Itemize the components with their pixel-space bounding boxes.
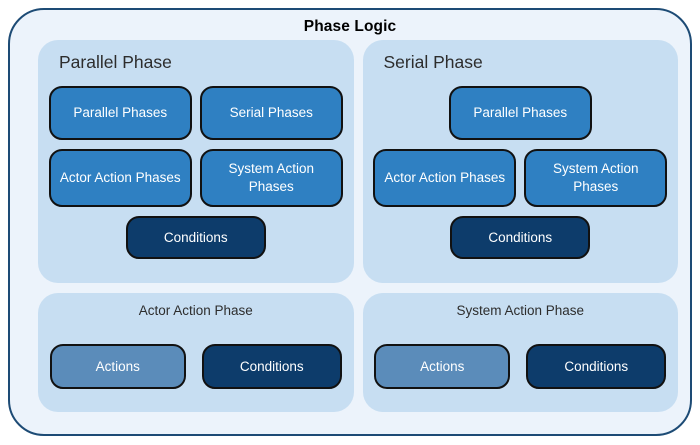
panel-parallel-phase: Parallel Phase Parallel Phases Serial Ph… (38, 40, 354, 283)
row: Parallel Phases (448, 86, 592, 140)
parallel-phase-rows: Parallel Phases Serial Phases Actor Acti… (38, 86, 354, 259)
node-actions: Actions (49, 344, 186, 389)
node-actions: Actions (374, 344, 511, 389)
panel-title-parallel-phase: Parallel Phase (59, 52, 172, 72)
row: Parallel Phases Serial Phases (48, 86, 343, 140)
panel-serial-phase: Serial Phase Parallel Phases Actor Actio… (362, 40, 679, 283)
row: Actor Action Phases System Action Phases (48, 149, 343, 207)
node-actor-action-phases: Actor Action Phases (373, 149, 517, 207)
phase-logic-container: Phase Logic Parallel Phase Parallel Phas… (8, 8, 692, 436)
actor-action-phase-row: Actions Conditions (38, 344, 354, 389)
node-conditions: Conditions (450, 216, 591, 259)
row: Conditions (450, 216, 591, 259)
panel-title-actor-action-phase: Actor Action Phase (138, 303, 253, 318)
node-conditions: Conditions (125, 216, 266, 259)
panel-title-serial-phase: Serial Phase (383, 52, 483, 72)
serial-phase-rows: Parallel Phases Actor Action Phases Syst… (363, 86, 679, 259)
panel-actor-action-phase: Actor Action Phase Actions Conditions (38, 293, 354, 412)
diagram-title: Phase Logic (303, 18, 397, 35)
panel-title-system-action-phase: System Action Phase (456, 303, 585, 318)
node-system-action-phases: System Action Phases (199, 149, 343, 207)
node-system-action-phases: System Action Phases (524, 149, 668, 207)
panels-grid: Parallel Phase Parallel Phases Serial Ph… (10, 40, 690, 412)
node-conditions: Conditions (526, 344, 667, 389)
panel-system-action-phase: System Action Phase Actions Conditions (362, 293, 679, 412)
node-serial-phases: Serial Phases (199, 86, 343, 140)
node-parallel-phases: Parallel Phases (448, 86, 592, 140)
row: Conditions (125, 216, 266, 259)
row: Actor Action Phases System Action Phases (373, 149, 668, 207)
system-action-phase-row: Actions Conditions (363, 344, 679, 389)
node-actor-action-phases: Actor Action Phases (48, 149, 192, 207)
node-parallel-phases: Parallel Phases (48, 86, 192, 140)
node-conditions: Conditions (201, 344, 342, 389)
